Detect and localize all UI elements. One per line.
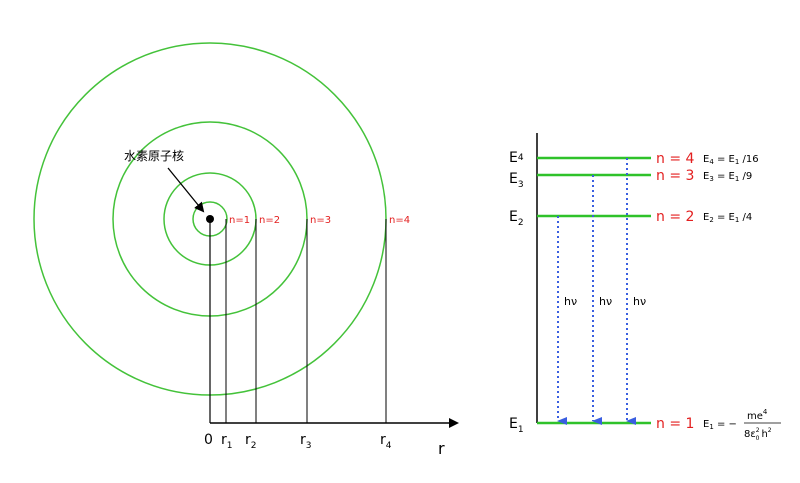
radius-label-r2: r2 [245,432,257,451]
radius-label-r1: r1 [221,432,233,451]
orbit-label-n4: n=4 [389,215,410,226]
formula-e2: E2 = E1 /4 [703,212,752,224]
energy-label-e4: E4 [509,150,524,166]
quantum-label-n2: n = 2 [656,209,694,225]
quantum-label-n1: n = 1 [656,416,694,432]
nucleus-label: 水素原子核 [124,149,184,163]
formula-e1-numerator: me4 [747,408,768,422]
radius-label-r4: r4 [380,432,392,451]
orbit-diagram: 水素原子核 n=1 n=2 n=3 n=4 0 r1 r2 r3 r4 r [33,42,459,458]
quantum-label-n3: n = 3 [656,168,694,184]
photon-label-1: hν [564,295,577,308]
nucleus-pointer-arrow [167,167,205,213]
radius-label-r3: r3 [300,432,312,451]
formula-e1-lhs: E1 = − [703,419,737,431]
formula-e4: E4 = E1 /16 [703,154,759,166]
axis-label-r: r [438,439,445,458]
orbit-label-n1: n=1 [229,215,250,226]
energy-level-diagram: E4 E3 E2 E1 n = 4 n = 3 n = 2 n = 1 E4 =… [509,133,781,442]
origin-label: 0 [204,432,213,448]
quantum-label-n4: n = 4 [656,151,695,167]
photon-label-2: hν [599,295,612,308]
orbit-label-n2: n=2 [259,215,280,226]
energy-label-e2: E2 [509,209,524,228]
photon-label-3: hν [633,295,646,308]
energy-label-e3: E3 [509,171,524,190]
orbit-label-n3: n=3 [310,215,331,226]
formula-e3: E3 = E1 /9 [703,171,752,183]
energy-label-e1: E1 [509,416,524,435]
